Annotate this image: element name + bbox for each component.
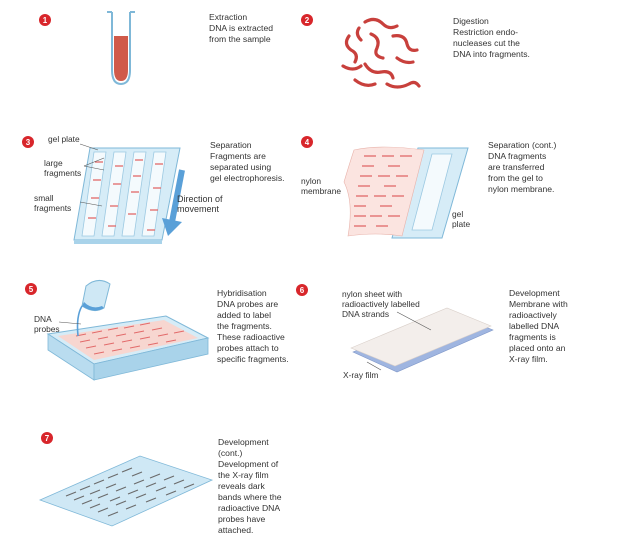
dna-probes-line: DNA	[34, 314, 52, 324]
step-5-line: added to label	[217, 310, 271, 320]
step-4-line: from the gel to	[488, 173, 543, 183]
step-5-line: probes attach to	[217, 343, 279, 353]
step-1-number-badge: 1	[39, 14, 51, 26]
gel-plate-illustration	[73, 147, 181, 244]
step-4-line: nylon membrane.	[488, 184, 555, 194]
step-4-text: Separation (cont.) DNA fragments are tra…	[488, 140, 556, 195]
large-fragments-line: fragments	[44, 168, 82, 178]
developed-xray-film-illustration	[38, 455, 214, 527]
step-6-line: Membrane with	[509, 299, 568, 309]
step-6-line: X-ray film.	[509, 354, 548, 364]
large-fragments-label: large fragments	[44, 158, 81, 178]
step-5-line: the fragments.	[217, 321, 272, 331]
step-4-number-badge: 4	[301, 136, 313, 148]
step-6-title: Development	[509, 288, 560, 298]
dna-probes-label: DNA probes	[34, 314, 60, 334]
step-3-leader-lines	[79, 143, 105, 207]
gel-plate-label: gel plate	[48, 134, 80, 144]
direction-line: Direction of	[177, 194, 223, 204]
small-fragments-label: small fragments	[34, 193, 71, 213]
nylon-sheet-line: DNA strands	[342, 309, 390, 319]
dna-probes-leader-line	[58, 321, 82, 325]
nylon-membrane-label: nylon membrane	[301, 176, 341, 196]
step-7-line: (cont.)	[218, 448, 243, 458]
step-7-line: radioactive DNA	[218, 503, 281, 513]
step-2-line: Restriction endo-	[453, 27, 518, 37]
small-fragments-line: small	[34, 193, 54, 203]
direction-label: Direction of movement	[177, 194, 223, 214]
step-7-title: Development	[218, 437, 269, 447]
gel-plate-2-line: gel	[452, 209, 464, 219]
step-3-text: Separation Fragments are separated using…	[210, 140, 285, 184]
step-3-number-badge: 3	[22, 136, 34, 148]
step-6-line: fragments is	[509, 332, 556, 342]
step-5-number-badge: 5	[25, 283, 37, 295]
step-2-text: Digestion Restriction endo- nucleases cu…	[453, 16, 530, 60]
step-7-number-badge: 7	[41, 432, 53, 444]
step-5-text: Hybridisation DNA probes are added to la…	[217, 288, 289, 365]
hybridisation-tray-illustration	[46, 280, 210, 381]
step-1-line: DNA is extracted	[209, 23, 273, 33]
step-3-line: separated using	[210, 162, 272, 172]
step-7-line: bands where the	[218, 492, 282, 502]
step-1-text: Extraction DNA is extracted from the sam…	[209, 12, 273, 45]
direction-line: movement	[177, 204, 220, 214]
nylon-sheet-label: nylon sheet with radioactively labelled …	[342, 289, 420, 319]
step-7-line: reveals dark	[218, 481, 265, 491]
step-2-line: DNA into fragments.	[453, 49, 530, 59]
nylon-sheet-line: radioactively labelled	[342, 299, 420, 309]
dna-probes-line: probes	[34, 324, 60, 334]
step-2-title: Digestion	[453, 16, 489, 26]
step-6-line: placed onto an	[509, 343, 566, 353]
step-4-line: are transferred	[488, 162, 545, 172]
nylon-membrane-line: nylon	[301, 176, 322, 186]
step-6-line: radioactively	[509, 310, 557, 320]
gel-plate-2-label: gel plate	[452, 209, 470, 229]
step-7-line: probes have	[218, 514, 266, 524]
membrane-transfer-illustration	[343, 146, 469, 239]
step-1-title: Extraction	[209, 12, 248, 22]
large-fragments-line: large	[44, 158, 63, 168]
gel-plate-2-line: plate	[452, 219, 471, 229]
nylon-membrane-line: membrane	[301, 186, 342, 196]
dna-fragments-illustration	[341, 17, 421, 89]
step-6-number-badge: 6	[296, 284, 308, 296]
step-3-title: Separation	[210, 140, 252, 150]
nylon-sheet-line: nylon sheet with	[342, 289, 403, 299]
step-7-text: Development (cont.) Development of the X…	[218, 437, 282, 536]
step-2-line: nucleases cut the	[453, 38, 520, 48]
step-5-title: Hybridisation	[217, 288, 267, 298]
xray-film-label: X-ray film	[343, 370, 379, 380]
membrane-on-film-illustration	[350, 307, 494, 373]
step-4-line: DNA fragments	[488, 151, 547, 161]
direction-arrow-icon	[162, 169, 185, 236]
step-2-number-badge: 2	[301, 14, 313, 26]
small-fragments-line: fragments	[34, 203, 72, 213]
step-7-line: Development of	[218, 459, 279, 469]
test-tube-illustration	[107, 11, 135, 86]
step-1-line: from the sample	[209, 34, 271, 44]
step-6-line: labelled DNA	[509, 321, 560, 331]
step-7-line: the X-ray film	[218, 470, 269, 480]
step-4-title: Separation (cont.)	[488, 140, 557, 150]
step-6-text: Development Membrane with radioactively …	[509, 288, 568, 365]
step-3-line: Fragments are	[210, 151, 266, 161]
step-5-line: DNA probes are	[217, 299, 279, 309]
step-5-line: specific fragments.	[217, 354, 289, 364]
step-3-line: gel electrophoresis.	[210, 173, 285, 183]
step-5-line: These radioactive	[217, 332, 285, 342]
step-7-line: attached.	[218, 525, 254, 535]
